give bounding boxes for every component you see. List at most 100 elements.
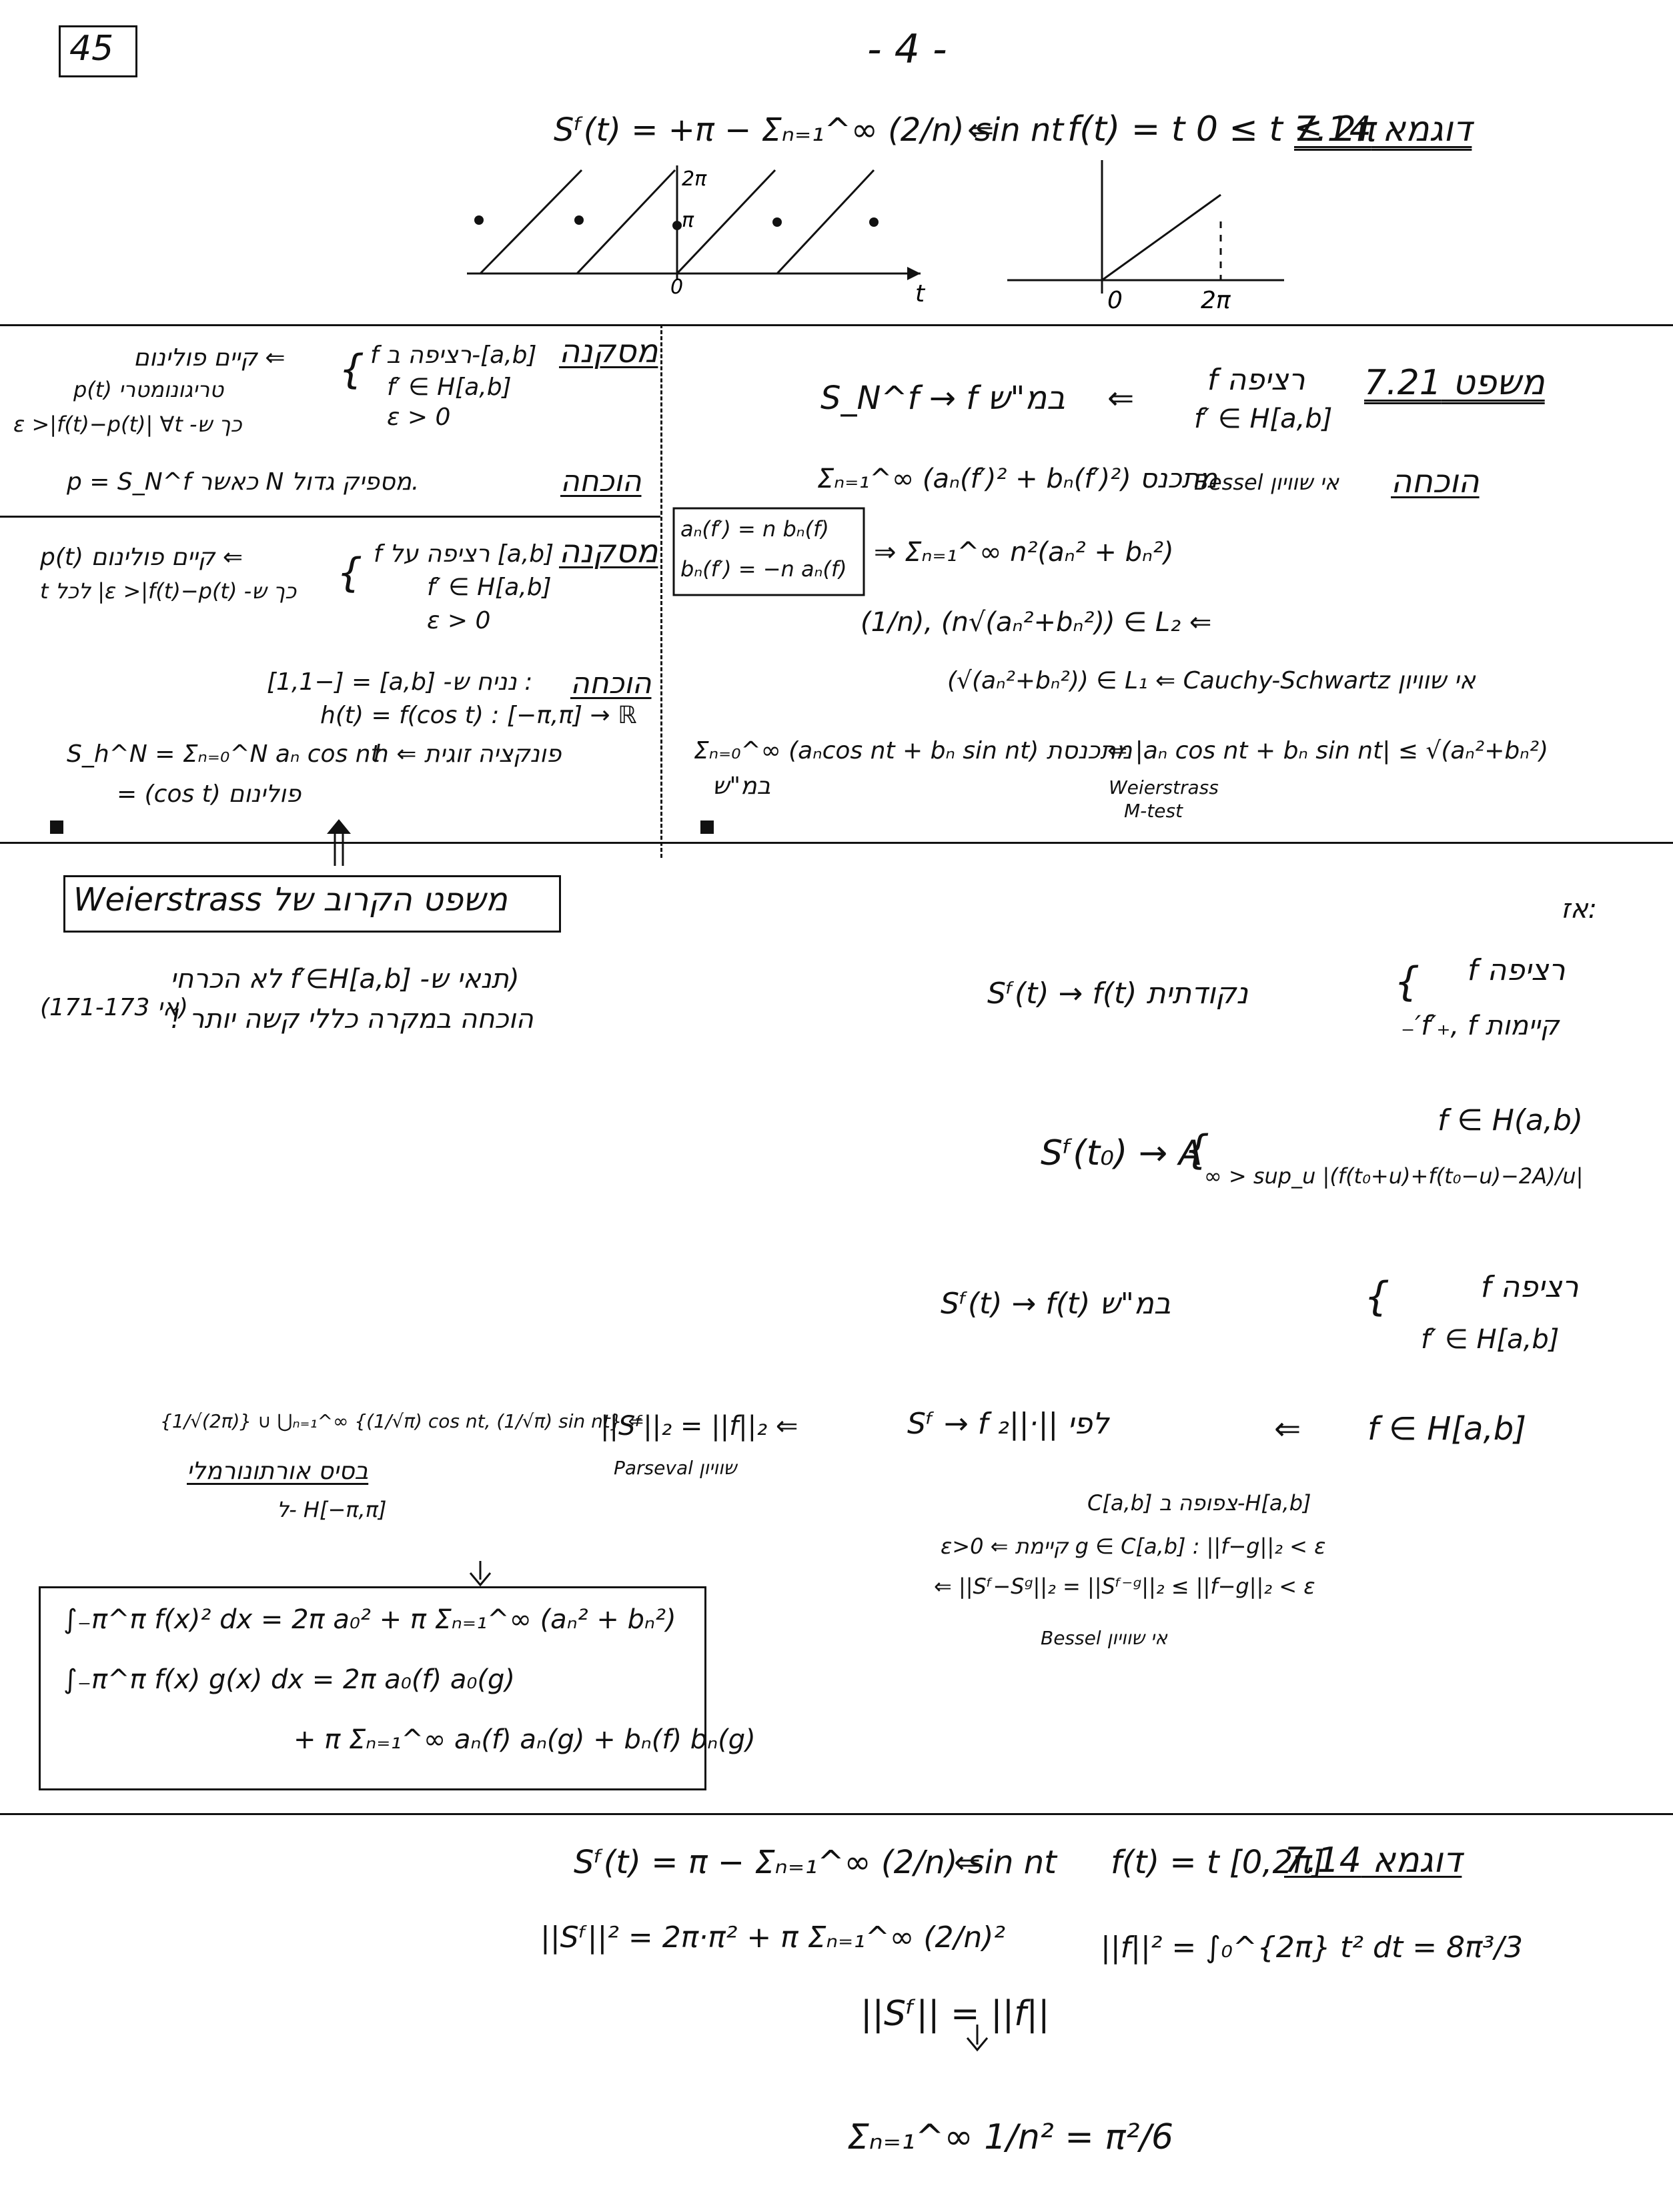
ramp-line — [1101, 193, 1221, 282]
theorem721-p5-left2: במ"ש — [712, 772, 771, 800]
recall-label: :אז — [1561, 894, 1598, 925]
example2-norm-s: ||Sᶠ||² = 2π·π² + π Σₙ₌₁^∞ (2/n)² — [540, 1920, 1006, 1955]
theorem721-arrow: ⇐ — [1107, 380, 1135, 417]
recall-r4-p2: ⇐ ||Sᶠ−Sᵍ||₂ = ||Sᶠ⁻ᵍ||₂ ≤ ||f−g||₂ < ε — [934, 1574, 1315, 1599]
conclusion2-proof1: : נניח ש- [a,b] = [−1,1] — [267, 668, 533, 696]
theorem721-p4: (√(aₙ²+bₙ²)) ∈ L₁ ⇐ Cauchy-Schwartz אי ש… — [947, 667, 1476, 694]
divider-1 — [0, 324, 1673, 326]
recall-r1-conclusion: Sᶠ(t) → f(t) נקודתית — [987, 977, 1248, 1011]
qed-square-left — [50, 820, 63, 834]
corner-number-box — [59, 25, 137, 77]
theorem721-p5-right: ⇐ |aₙ cos nt + bₙ sin nt| ≤ √(aₙ²+bₙ²) — [1107, 737, 1549, 764]
conclusion2-proof2: h(t) = f(cos t) : [−π,π] → ℝ — [320, 702, 637, 729]
page-number: - 4 - — [867, 26, 947, 73]
theorem721-conclusion: S_N^f → f במ"ש — [820, 380, 1065, 417]
vertical-divider — [660, 324, 662, 858]
recall-r4-dense: C[a,b] צפופה ב-H[a,b] — [1087, 1490, 1311, 1516]
conclusion2-h1: f רציפה על [a,b] — [374, 540, 554, 568]
qed-square-right — [700, 820, 714, 834]
corner-number: 45 — [69, 29, 114, 69]
conclusion1-title: מסקנה — [559, 333, 658, 370]
parseval-box — [39, 1586, 706, 1790]
recall-r3-h2: f′ ∈ H[a,b] — [1421, 1324, 1560, 1355]
conclusion2-title: מסקנה — [559, 533, 658, 570]
theorem721-p5-left: Σₙ₌₀^∞ (aₙcos nt + bₙ sin nt) מתכנסת — [694, 737, 1133, 764]
recall-r2-h1: f ∈ H(a,b) — [1438, 1103, 1584, 1137]
sawtooth-x-arrow — [907, 267, 921, 280]
example1-function: f(t) = t 0 ≤ t ≤ 2π — [1067, 109, 1377, 149]
sawtooth-label-pi: π — [682, 209, 694, 232]
weierstrass-title-box — [63, 875, 561, 933]
parseval-box-l2: ∫₋π^π f(x) g(x) dx = 2π a₀(f) a₀(g) — [63, 1664, 515, 1695]
recall-r4-hyp: f ∈ H[a,b] — [1367, 1410, 1526, 1448]
conclusion2-c2: כך ש- ε >|f(t)−p(t)| לכל t — [40, 578, 297, 604]
example2-result: Σₙ₌₁^∞ 1/n² = π²/6 — [847, 2117, 1174, 2157]
theorem721-p3: (1/n), (n√(aₙ²+bₙ²)) ∈ L₂ ⇐ — [861, 607, 1212, 638]
example1-series: Sᶠ(t) = +π − Σₙ₌₁^∞ (2/n) sin nt — [554, 111, 1064, 149]
conclusion2-s-formula: S_h^N = Σₙ₌₀^N aₙ cos nt — [67, 740, 380, 768]
weierstrass-line2: הוכחה במקרה כללי קשה יותר ! — [170, 1004, 534, 1035]
recall-r3-brace: { — [1364, 1273, 1390, 1320]
divider-2 — [0, 842, 1673, 844]
orthonormal-basis-label2: ל- H[−π,π] — [277, 1497, 387, 1522]
recall-r1-h1: f רציפה — [1468, 953, 1566, 987]
weierstrass-ref: (171-173 אי) — [40, 994, 189, 1021]
sawtooth-label-t: t — [915, 280, 926, 308]
parseval-box-l3: + π Σₙ₌₁^∞ aₙ(f) aₙ(g) + bₙ(f) bₙ(g) — [294, 1724, 756, 1755]
theorem721-p1: Σₙ₌₁^∞ (aₙ(f′)² + bₙ(f′)²) מתכנס — [817, 464, 1218, 494]
sawtooth-lines — [479, 169, 875, 275]
example2-function: f(t) = t [0,2π] — [1111, 1844, 1325, 1881]
fourier-coef-box — [672, 507, 865, 596]
example2-norm-f: ||f||² = ∫₀^{2π} t² dt = 8π³/3 — [1101, 1930, 1523, 1965]
theorem721-hyp2: f′ ∈ H[a,b] — [1194, 404, 1333, 434]
conclusion2-proof-label: הוכחה — [570, 666, 652, 700]
theorem721-proof-label: הוכחה — [1391, 463, 1480, 500]
theorem721-bessel: אי שוויון Bessel — [1194, 470, 1339, 495]
box-coef-1: aₙ(f′) = n bₙ(f) — [680, 516, 829, 542]
parseval-label: שוויון Parseval — [614, 1457, 737, 1479]
recall-r4-conclusion: Sᶠ → f לפי ||·||₂ — [907, 1407, 1109, 1441]
weierstrass-title: משפט הקרוב של Weierstrass — [73, 881, 508, 919]
divider-3 — [0, 1813, 1673, 1815]
ramp-label-2pi: 2π — [1201, 287, 1231, 314]
recall-r2-h2: ∞ > sup_u |(f(t₀+u)+f(t₀−u)−2A)/u| — [1204, 1163, 1584, 1189]
example1-arrow: ⇐ — [967, 111, 995, 149]
recall-r4-arrow: ⇐ — [1274, 1410, 1301, 1448]
box-coef-2: bₙ(f′) = −n aₙ(f) — [680, 556, 847, 582]
theorem721-title: משפט 7.21 — [1364, 363, 1545, 403]
recall-r4-p1: ε>0 ⇐ קיימת g ∈ C[a,b] : ||f−g||₂ < ε — [941, 1534, 1326, 1559]
conclusion1-h3: ε > 0 — [387, 404, 451, 431]
recall-r1-h2: קיימות f′₊, f′₋ — [1401, 1011, 1560, 1041]
recall-r3-conclusion: Sᶠ(t) → f(t) במ"ש — [941, 1287, 1171, 1321]
conclusion1-c3: כך ש- ε >|f(t)−p(t)| ∀t — [13, 412, 242, 437]
conclusion2-h3: ε > 0 — [427, 607, 491, 634]
sawtooth-label-origin: 0 — [670, 275, 683, 299]
conclusion1-proof: p = S_N^f כאשר N מספיק גדול. — [67, 468, 420, 496]
conclusion1-c1: ⇐ קיים פולינום — [133, 344, 286, 372]
recall-r2-brace: { — [1184, 1127, 1210, 1173]
recall-r3-h1: f רציפה — [1481, 1270, 1579, 1304]
conclusion1-proof-label: הוכחה — [560, 464, 642, 498]
ramp-label-origin: 0 — [1107, 287, 1123, 314]
example2-arrow: ⇐ — [954, 1844, 981, 1881]
theorem721-hyp1: f רציפה — [1207, 363, 1305, 397]
conclusion1-h2: f′ ∈ H[a,b] — [387, 374, 512, 401]
m-test-label: M-test — [1124, 800, 1183, 822]
up-arrow — [327, 819, 351, 834]
conclusion1-brace: { — [339, 346, 365, 393]
conclusion1-c2: p(t) טריגונומטרי — [73, 377, 224, 402]
recall-r2-conclusion: Sᶠ(t₀) → A — [1041, 1133, 1203, 1173]
example2-equality: ||Sᶠ|| = ||f|| — [861, 1994, 1050, 2034]
theorem721-p2: ⇒ Σₙ₌₁^∞ n²(aₙ² + bₙ²) — [874, 537, 1174, 568]
recall-r1-brace: { — [1394, 959, 1420, 1005]
conclusion2-s-formula2: = (cos t) פולינום — [117, 780, 302, 808]
weierstrass-line1: (תנאי ש- f′∈H[a,b] לא הכרחי — [170, 964, 520, 995]
orthonormal-basis-label: בסיס אורתונורמלי — [187, 1458, 369, 1485]
sawtooth-dots — [474, 215, 879, 230]
example2-title: דוגמא 7.14 — [1284, 1840, 1462, 1880]
conclusion1-h1: f רציפה ב-[a,b] — [370, 342, 537, 369]
parseval-equality: ||Sᶠ||₂ = ||f||₂ ⇐ — [600, 1411, 798, 1442]
conclusion2-brace: { — [337, 550, 363, 596]
weierstrass-m-label: Weierstrass — [1109, 776, 1219, 798]
